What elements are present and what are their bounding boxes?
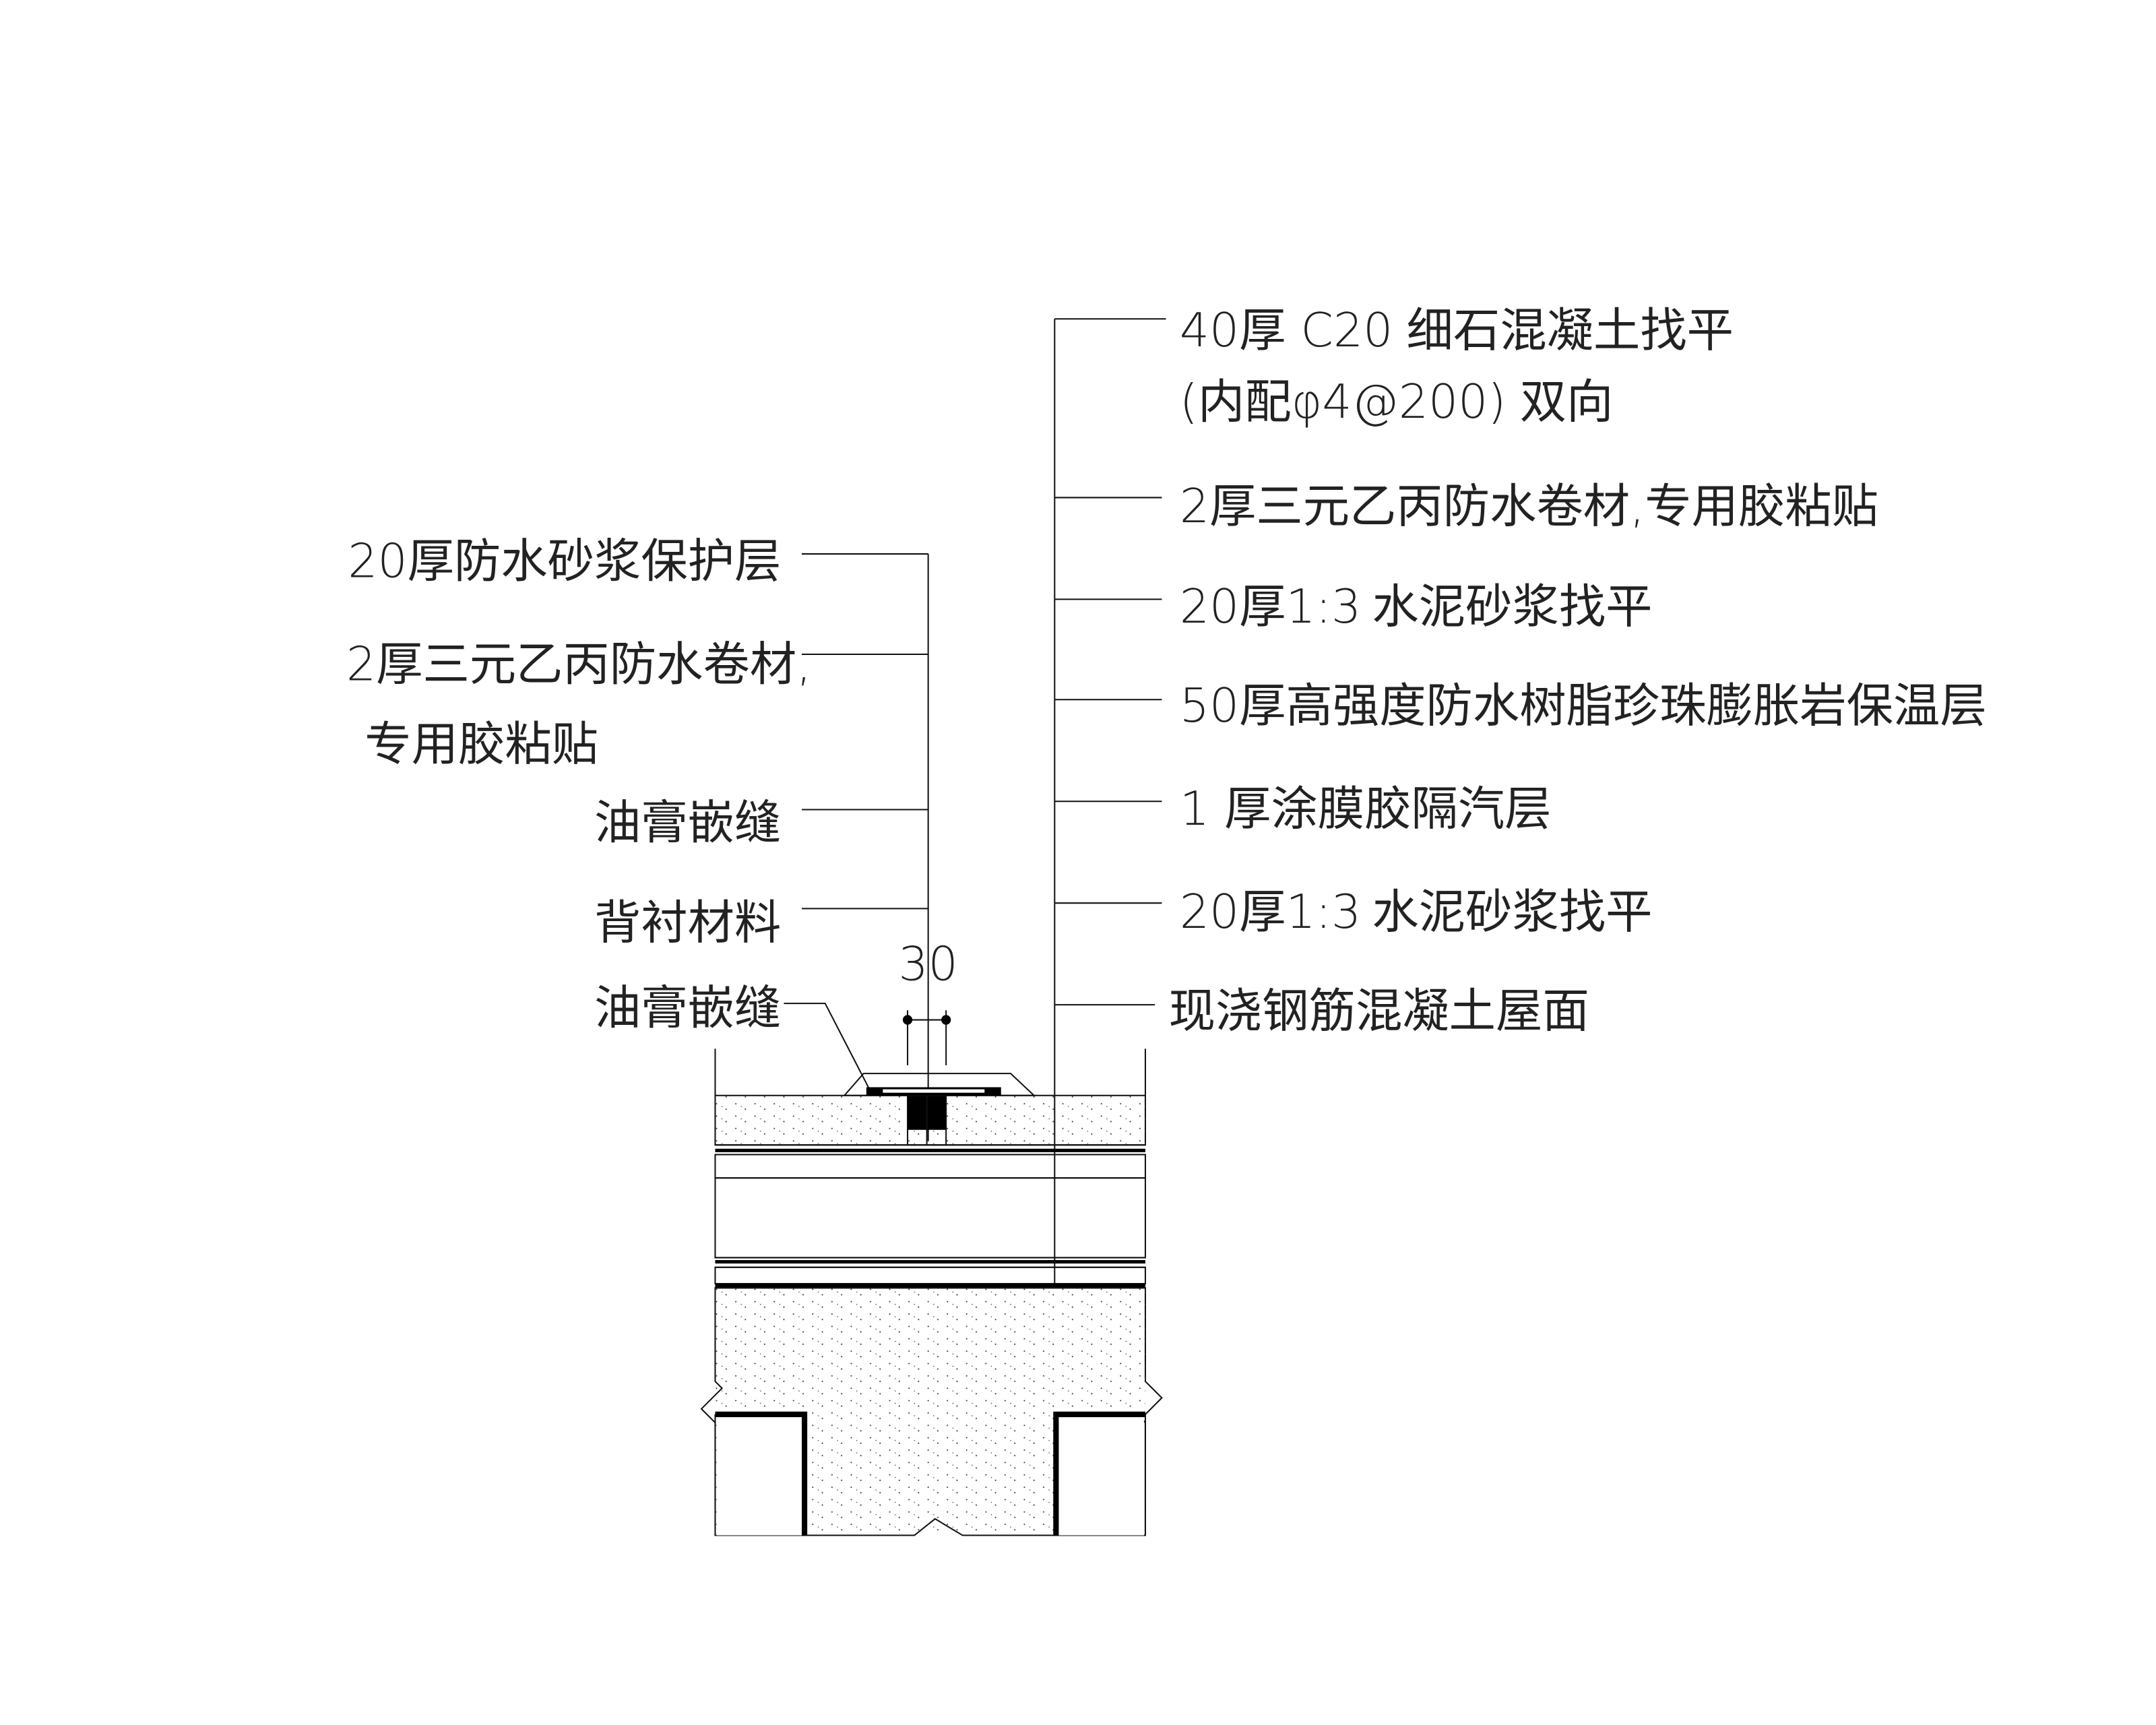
left-labels: 20厚防水砂浆保护层 2厚三元乙丙防水卷材, 专用胶粘贴 油膏嵌缝 背衬材料 油… — [346, 535, 811, 1036]
label-epdm-membrane: 2厚三元乙丙防水卷材,专用胶粘贴 — [1180, 480, 1878, 534]
label-cement-mortar-2b: 水泥砂浆找平 — [1372, 885, 1652, 939]
dimension-30: 30 — [899, 937, 958, 1065]
right-labels: 40厚 C20 细石混凝土找平 (内配φ4@200) 双向 2厚三元乙丙防水卷材,专… — [1169, 304, 1987, 1038]
label-cement-mortar-2: 20厚1:3 — [1180, 885, 1361, 939]
label-c20-topping-b: 细石混凝土找平 — [1407, 304, 1734, 358]
roof-section — [700, 1048, 1163, 1536]
label-sealant-1: 油膏嵌缝 — [594, 796, 781, 850]
label-reinforcement-b: 双向 — [1520, 375, 1614, 429]
label-cement-mortar-1: 20厚1:3 — [1180, 580, 1361, 634]
label-cement-mortar-1b: 水泥砂浆找平 — [1372, 580, 1652, 634]
label-c20-topping-line: 40厚 C20 细石混凝土找平 — [1180, 304, 1734, 358]
label-reinforcement-line: (内配φ4@200) 双向 — [1180, 375, 1613, 429]
label-concrete-roof: 现浇钢筋混凝土屋面 — [1169, 984, 1589, 1038]
label-mortar-protection: 20厚防水砂浆保护层 — [348, 535, 781, 589]
label-epdm-left: 2厚三元乙丙防水卷材, — [346, 638, 811, 692]
label-sealant-2: 油膏嵌缝 — [594, 982, 781, 1036]
left-leader-lines — [784, 553, 929, 1141]
label-vapor-barrier: 1 厚涂膜胶隔汽层 — [1180, 782, 1552, 836]
label-reinforcement: (内配φ4@200) — [1180, 375, 1506, 429]
label-c20-topping: 40厚 C20 — [1180, 304, 1393, 358]
label-insulation: 50厚高强度防水树脂珍珠膨胀岩保温层 — [1180, 679, 1987, 733]
label-epdm-left-b: 专用胶粘贴 — [364, 718, 598, 772]
label-backer-rod: 背衬材料 — [594, 896, 781, 950]
dimension-text: 30 — [899, 937, 958, 991]
